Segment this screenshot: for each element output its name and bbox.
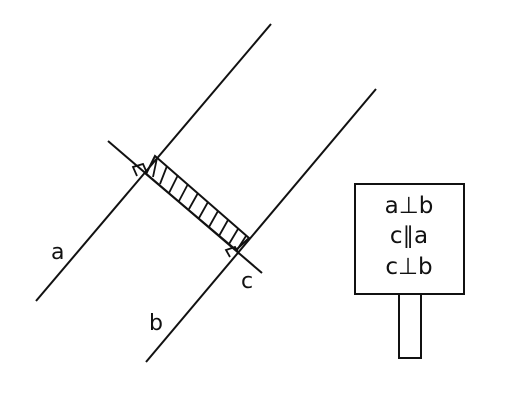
label-b: b	[149, 311, 163, 336]
label-a: a	[51, 240, 64, 265]
right-angle-marker-b	[224, 245, 240, 258]
hatched-region-lines	[152, 157, 247, 251]
line-a	[35, 23, 272, 302]
label-c: c	[241, 269, 253, 294]
right-angle-marker-a	[131, 162, 148, 177]
sign-post	[398, 293, 422, 359]
sign-line-3: c⊥b	[385, 254, 432, 280]
sign-line-1: a⊥b	[385, 193, 434, 219]
line-b	[145, 88, 377, 363]
sign-line-2: c∥a	[390, 223, 428, 249]
